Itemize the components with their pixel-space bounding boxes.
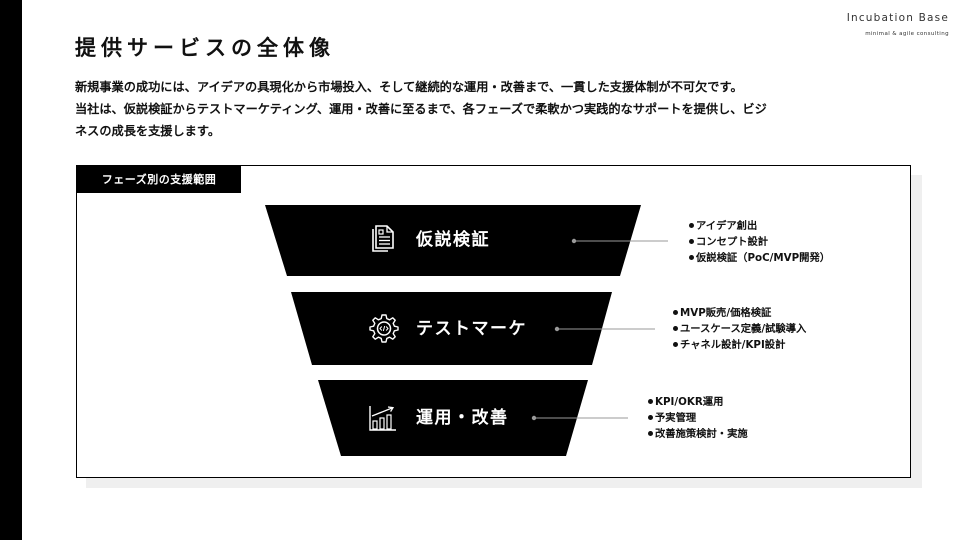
stage-3-item-list: KPI/OKR運用 予実管理 改善施策検討・実施 xyxy=(648,394,748,442)
left-accent-bar xyxy=(0,0,22,540)
list-item: コンセプト設計 xyxy=(689,234,830,250)
list-item: 仮説検証（PoC/MVP開発） xyxy=(689,250,830,266)
bullet-icon xyxy=(648,430,653,436)
funnel-stage-3-label: 運用・改善 xyxy=(416,408,509,428)
page-title: 提供サービスの全体像 xyxy=(75,36,335,60)
bullet-icon xyxy=(673,341,678,347)
gear-code-icon xyxy=(369,314,399,343)
list-item: KPI/OKR運用 xyxy=(648,394,748,410)
bullet-icon xyxy=(673,325,678,331)
funnel-stage-3-shape xyxy=(318,380,588,456)
list-item: 改善施策検討・実施 xyxy=(648,426,748,442)
bullet-icon xyxy=(689,222,694,228)
funnel-stage-2-shape xyxy=(291,292,612,365)
intro-line-2: 当社は、仮説検証からテストマーケティング、運用・改善に至るまで、各フェーズで柔軟… xyxy=(75,102,767,116)
list-item: アイデア創出 xyxy=(689,218,830,234)
intro-text: 新規事業の成功には、アイデアの具現化から市場投入、そして継続的な運用・改善まで、… xyxy=(75,76,915,142)
connector-dot-2 xyxy=(554,326,560,332)
brand-name: Incubation Base xyxy=(846,12,949,24)
intro-line-1: 新規事業の成功には、アイデアの具現化から市場投入、そして継続的な運用・改善まで、… xyxy=(75,80,743,94)
connector-dot-1 xyxy=(571,238,577,244)
stage-1-item-list: アイデア創出 コンセプト設計 仮説検証（PoC/MVP開発） xyxy=(689,218,830,266)
list-item: 予実管理 xyxy=(648,410,748,426)
bullet-icon xyxy=(689,254,694,260)
list-item: MVP販売/価格検証 xyxy=(673,305,806,321)
funnel-stage-1-shape xyxy=(265,205,641,276)
diagram-label: フェーズ別の支援範囲 xyxy=(77,166,241,193)
brand-logo: Incubation Base minimal & agile consulti… xyxy=(847,12,949,38)
brand-tagline: minimal & agile consulting xyxy=(865,31,949,37)
funnel-stage-2-label: テストマーケ xyxy=(416,319,527,339)
bullet-icon xyxy=(673,309,678,315)
intro-line-3: ネスの成長を支援します。 xyxy=(75,124,221,138)
list-item: ユースケース定義/試験導入 xyxy=(673,321,806,337)
connector-dot-3 xyxy=(531,415,537,421)
bullet-icon xyxy=(648,398,653,404)
funnel-stage-1-label: 仮説検証 xyxy=(416,230,490,250)
list-item: チャネル設計/KPI設計 xyxy=(673,337,806,353)
stage-2-item-list: MVP販売/価格検証 ユースケース定義/試験導入 チャネル設計/KPI設計 xyxy=(673,305,806,353)
bullet-icon xyxy=(648,414,653,420)
bullet-icon xyxy=(689,238,694,244)
bar-chart-growth-icon xyxy=(369,406,396,431)
document-icon xyxy=(372,225,394,252)
